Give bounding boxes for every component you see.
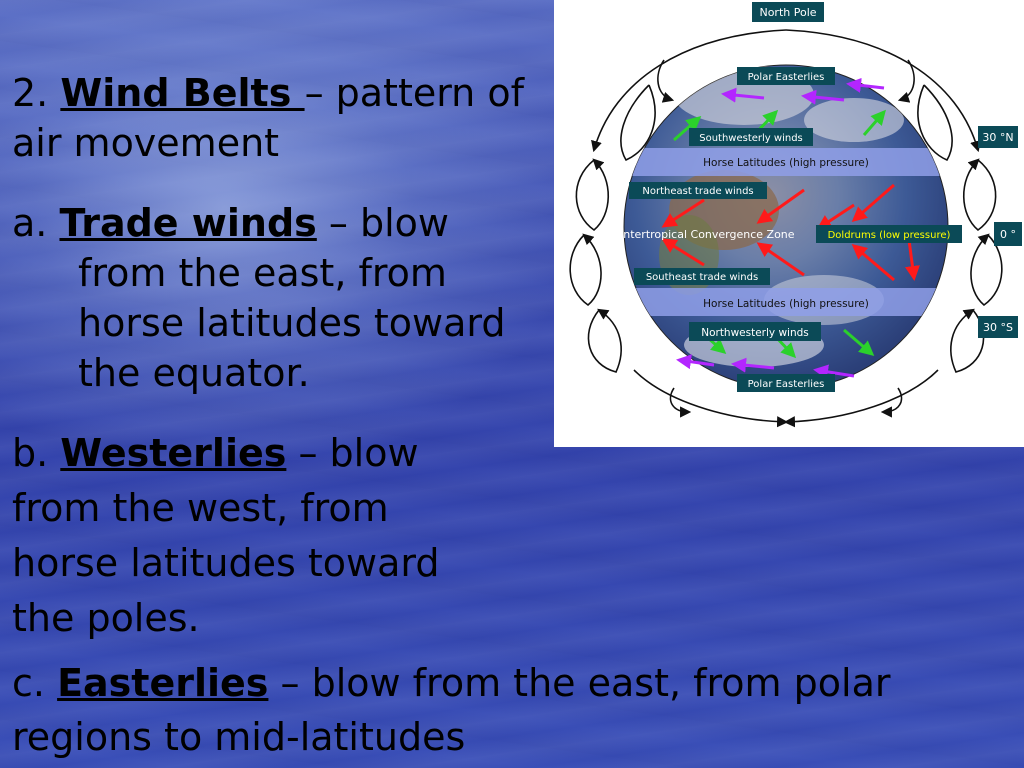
- lat-30s-text: 30 °S: [983, 321, 1013, 334]
- polar-easterlies-bottom-label: Polar Easterlies: [737, 374, 835, 392]
- horse-latitudes-band-south: [624, 288, 948, 316]
- horse-latitudes-top-text: Horse Latitudes (high pressure): [703, 157, 869, 169]
- point-2: 2. Wind Belts – pattern of air movement: [12, 66, 572, 170]
- lat-0-label: 0 °: [994, 222, 1022, 246]
- point-a: a. Trade winds – blow from the east, fro…: [12, 198, 552, 398]
- southeast-trade-text: Southeast trade winds: [646, 272, 758, 283]
- point-c: c. Easterlies – blow from the east, from…: [12, 656, 1012, 764]
- point-a-term: Trade winds: [59, 201, 317, 245]
- wind-belts-svg: North Pole Polar Easterlies Southwesterl…: [569, 2, 1022, 428]
- horse-latitudes-band-north: [624, 148, 948, 176]
- northwesterly-text: Northwesterly winds: [701, 327, 809, 339]
- doldrums-text: Doldrums (low pressure): [828, 230, 951, 241]
- point-a-rest: – blow: [316, 201, 449, 245]
- point-2-number: 2.: [12, 71, 49, 115]
- wind-belts-diagram: North Pole Polar Easterlies Southwesterl…: [554, 0, 1024, 447]
- point-b-line2: from the west, from: [12, 486, 389, 530]
- north-pole-text: North Pole: [759, 6, 816, 19]
- point-a-line2: from the east, from: [78, 251, 447, 295]
- lat-30n-label: 30 °N: [978, 126, 1018, 148]
- point-b-line4: the poles.: [12, 596, 200, 640]
- northeast-trade-text: Northeast trade winds: [642, 186, 753, 197]
- point-2-term: Wind Belts: [60, 71, 305, 115]
- southwesterly-label: Southwesterly winds: [689, 128, 813, 146]
- horse-latitudes-bottom-text: Horse Latitudes (high pressure): [703, 298, 869, 310]
- point-c-line2: regions to mid-latitudes: [12, 715, 466, 759]
- doldrums-label: Doldrums (low pressure): [816, 225, 962, 243]
- north-pole-label: North Pole: [752, 2, 824, 22]
- itcz-text: Intertropical Convergence Zone: [620, 228, 795, 241]
- southwesterly-text: Southwesterly winds: [699, 133, 803, 144]
- point-b-term: Westerlies: [60, 431, 287, 475]
- point-c-letter: c.: [12, 661, 45, 705]
- polar-easterlies-top-text: Polar Easterlies: [748, 72, 825, 83]
- northwesterly-label: Northwesterly winds: [689, 322, 821, 341]
- point-2-rest: – pattern of: [304, 71, 524, 115]
- point-b-letter: b.: [12, 431, 49, 475]
- lat-0-text: 0 °: [1000, 228, 1016, 241]
- point-c-term: Easterlies: [57, 661, 269, 705]
- point-a-line3: horse latitudes toward: [78, 301, 506, 345]
- northeast-trade-label: Northeast trade winds: [629, 182, 767, 199]
- point-c-rest: – blow from the east, from polar: [268, 661, 891, 705]
- lat-30s-label: 30 °S: [978, 316, 1018, 338]
- southeast-trade-label: Southeast trade winds: [634, 268, 770, 285]
- point-2-line2: air movement: [12, 121, 280, 165]
- point-b-rest: – blow: [286, 431, 419, 475]
- lat-30n-text: 30 °N: [982, 131, 1013, 144]
- point-b: b. Westerlies – blow from the west, from…: [12, 426, 552, 646]
- polar-easterlies-bottom-text: Polar Easterlies: [748, 379, 825, 390]
- point-b-line3: horse latitudes toward: [12, 541, 440, 585]
- point-a-line4: the equator.: [78, 351, 310, 395]
- trade-wind-arrows: [661, 183, 920, 282]
- polar-easterlies-top-label: Polar Easterlies: [737, 67, 835, 85]
- point-a-letter: a.: [12, 201, 48, 245]
- polar-easterly-arrows: [676, 77, 885, 380]
- circulation-loops: [569, 29, 1003, 428]
